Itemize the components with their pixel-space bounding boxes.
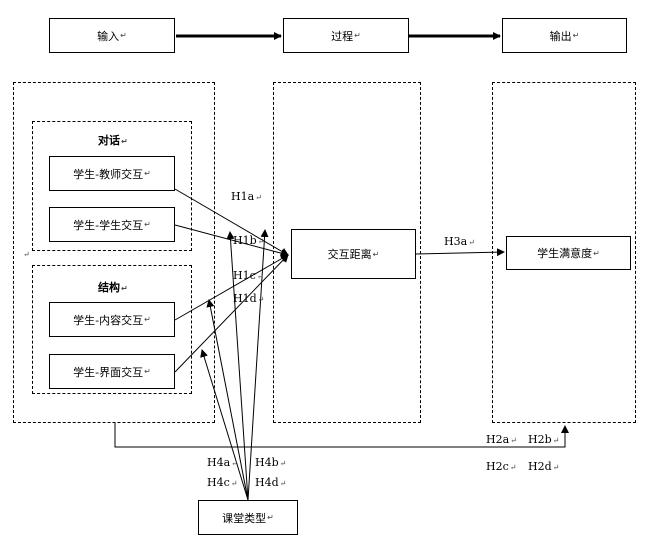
label-h4a: H4a↵ [207, 457, 238, 470]
output-container [492, 82, 636, 423]
arrow-h4-a [200, 349, 249, 501]
paragraph-mark: ↵ [144, 367, 151, 376]
student-teacher-label: 学生-教师交互 [73, 167, 144, 181]
dialogue-heading: 对话↵ [98, 132, 128, 148]
paragraph-mark: ↵ [279, 459, 287, 468]
student-interface-label: 学生-界面交互 [73, 365, 144, 379]
paragraph-mark: ↵ [267, 513, 274, 522]
paragraph-mark: ↵ [121, 137, 128, 146]
arrow-h1a [174, 188, 289, 256]
paragraph-mark: ↵ [144, 315, 151, 324]
paragraph-mark: ↵ [509, 463, 517, 472]
paragraph-mark: ↵ [552, 436, 560, 445]
class-type-box: 课堂类型↵ [198, 500, 298, 535]
label-h3a: H3a↵ [444, 236, 475, 249]
paragraph-mark: ↵ [372, 249, 380, 259]
structure-heading: 结构↵ [98, 279, 128, 295]
label-h4d: H4d↵ [255, 477, 286, 490]
label-h2c: H2c↵ [486, 461, 516, 474]
structure-group [32, 265, 192, 394]
label-h2a-text: H2a [486, 433, 510, 446]
label-h4c: H4c↵ [207, 477, 237, 490]
arrow-h1c [174, 254, 289, 321]
input-box: 输入↵ [49, 18, 175, 53]
paragraph-mark: ↵ [510, 436, 517, 445]
transactional-distance-box: 交互距离↵ [291, 229, 416, 279]
label-h4b: H4b↵ [255, 457, 286, 470]
paragraph-mark: ↵ [572, 31, 580, 40]
satisfaction-label: 学生满意度 [537, 247, 593, 260]
paragraph-mark: ↵ [256, 272, 264, 281]
label-h2d: H2d↵ [528, 461, 559, 474]
paragraph-mark: ↵ [120, 31, 127, 40]
label-h1c: H1c↵ [233, 270, 263, 283]
label-h1a-text: H1a [231, 190, 255, 203]
satisfaction-box: 学生满意度↵ [506, 236, 631, 270]
label-h3a-text: H3a [444, 235, 468, 248]
process-label: 过程 [331, 29, 354, 43]
process-box: 过程↵ [283, 18, 409, 53]
process-container [273, 82, 421, 423]
paragraph-mark: ↵ [552, 463, 560, 472]
label-h4c-text: H4c [207, 476, 230, 489]
paragraph-mark: ↵ [231, 459, 238, 468]
student-content-label: 学生-内容交互 [73, 313, 144, 327]
paragraph-mark: ↵ [279, 479, 287, 488]
arrow-h4-b [206, 299, 249, 501]
label-h1d-text: H1d [233, 292, 257, 305]
paragraph-mark: ↵ [144, 169, 151, 178]
label-h2c-text: H2c [486, 460, 509, 473]
arrow-h1b [174, 224, 289, 258]
paragraph-mark: ↵ [257, 237, 265, 246]
label-h1d: H1d↵ [233, 293, 264, 306]
class-type-label: 课堂类型 [222, 511, 267, 525]
arrow-h1d [174, 254, 289, 373]
dialogue-heading-text: 对话 [98, 134, 120, 147]
student-student-box: 学生-学生交互↵ [49, 207, 175, 242]
paragraph-mark: ↵ [257, 295, 265, 304]
label-h1b: H1b↵ [233, 235, 264, 248]
output-label: 输出 [549, 29, 572, 43]
student-content-box: 学生-内容交互↵ [49, 302, 175, 337]
label-h1c-text: H1c [233, 269, 256, 282]
paragraph-mark: ↵ [255, 193, 262, 202]
student-teacher-box: 学生-教师交互↵ [49, 156, 175, 191]
paragraph-mark: ↵ [144, 220, 151, 229]
output-box: 输出↵ [502, 18, 627, 53]
label-h2a: H2a↵ [486, 434, 517, 447]
student-student-label: 学生-学生交互 [73, 218, 144, 232]
paragraph-mark: ↵ [121, 284, 128, 293]
label-h4d-text: H4d [255, 476, 279, 489]
label-h1a: H1a↵ [231, 191, 262, 204]
label-h4b-text: H4b [255, 456, 279, 469]
paragraph-mark: ↵ [23, 250, 30, 259]
input-label: 输入 [97, 29, 120, 43]
student-interface-box: 学生-界面交互↵ [49, 354, 175, 389]
input-container [13, 82, 215, 423]
label-h2b-text: H2b [528, 433, 552, 446]
label-h4a-text: H4a [207, 456, 231, 469]
transactional-distance-label: 交互距离 [327, 248, 372, 261]
paragraph-mark: ↵ [230, 479, 238, 488]
paragraph-mark: ↵ [468, 238, 475, 247]
dialogue-group [32, 121, 192, 251]
arrow-h4-c [226, 231, 249, 501]
arrow-h3a [415, 248, 505, 257]
arrow-h2 [114, 423, 569, 448]
label-h1b-text: H1b [233, 234, 257, 247]
label-h2b: H2b↵ [528, 434, 559, 447]
paragraph-mark: ↵ [354, 31, 361, 40]
paragraph-mark: ↵ [593, 248, 600, 258]
label-h2d-text: H2d [528, 460, 552, 473]
arrow-h4-d [247, 229, 269, 501]
structure-heading-text: 结构 [98, 281, 120, 294]
